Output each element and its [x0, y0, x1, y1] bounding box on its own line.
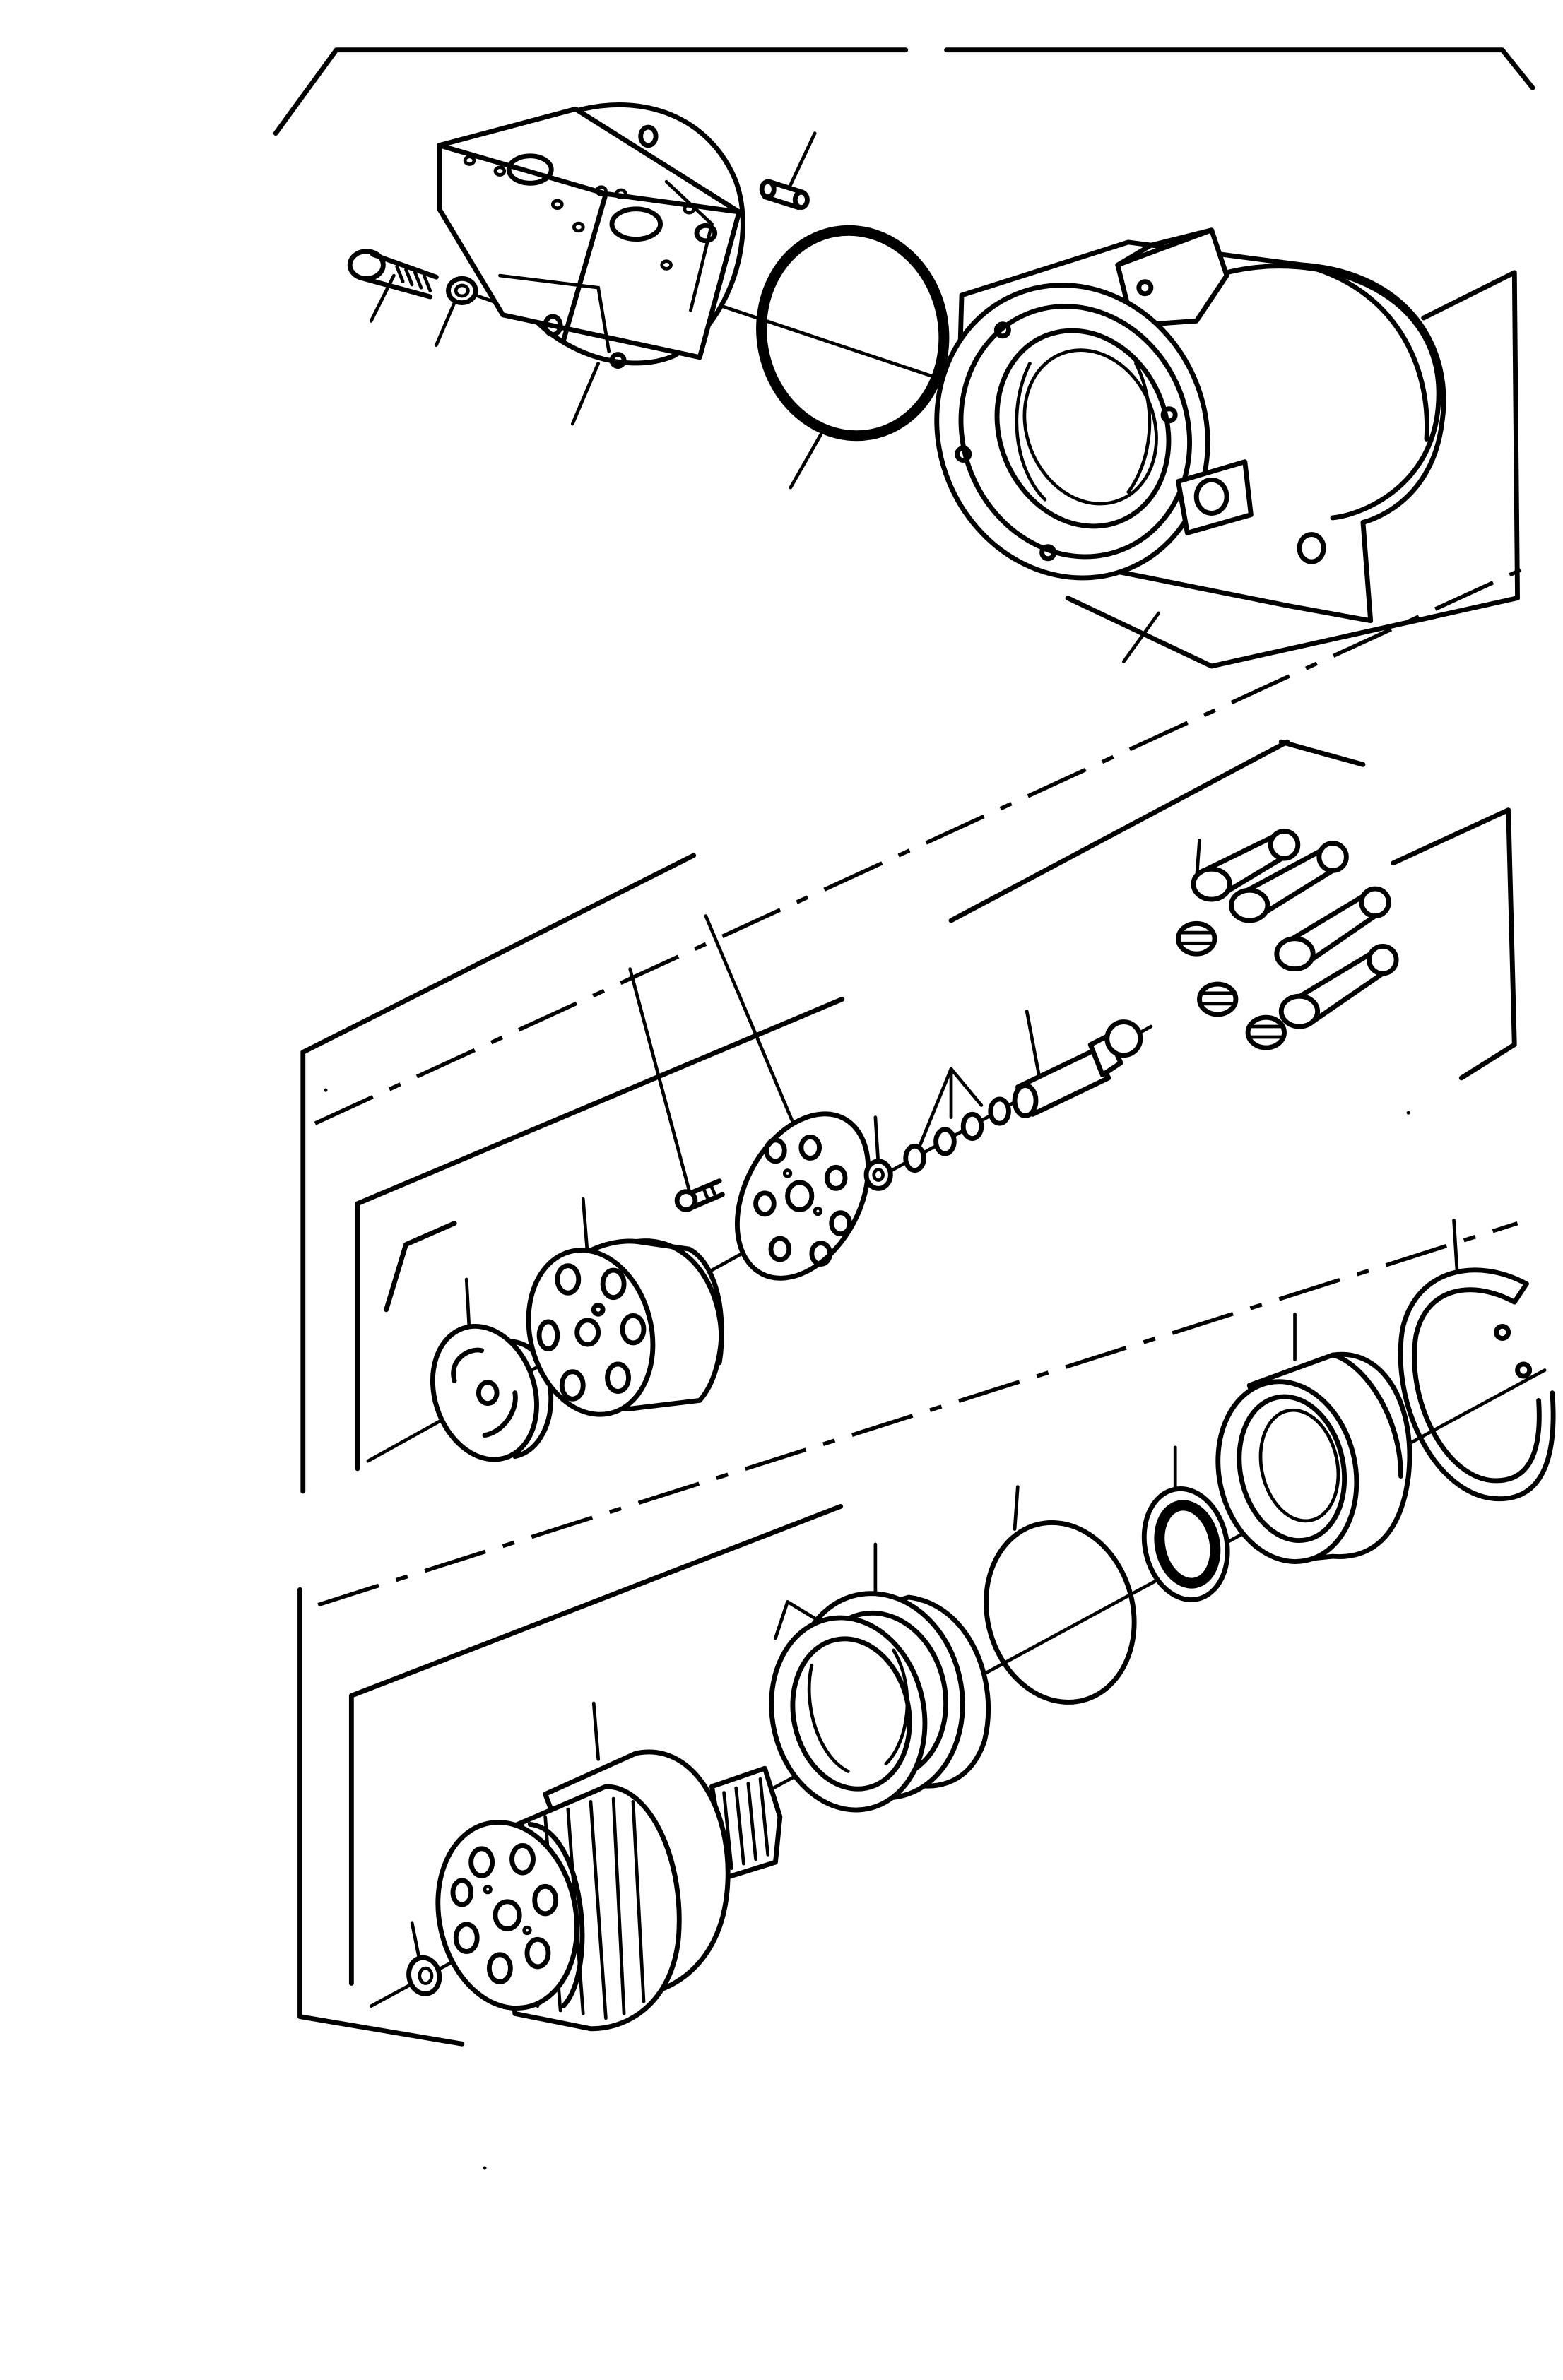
drive-shaft-icon [435, 1749, 783, 2032]
piston-3 [1176, 920, 1217, 957]
screw-icon [674, 1178, 725, 1212]
shaft-seal-icon [1141, 1486, 1230, 1602]
motor-housing-icon [934, 227, 1446, 624]
retaining-plate-icon [734, 1111, 871, 1281]
o-ring-2-icon [984, 1520, 1137, 1705]
piston-4 [1274, 886, 1391, 972]
nut-icon [406, 1955, 442, 1996]
bearing-cover-icon [1215, 1351, 1412, 1564]
valve-plate-icon [430, 1323, 554, 1462]
piston-5 [1197, 981, 1239, 1017]
middle-group-frame [300, 739, 1517, 1494]
o-ring-icon [756, 225, 950, 442]
scan-speck [1406, 1111, 1410, 1115]
circlip-icon [1398, 1267, 1556, 1502]
flange-cover-icon [437, 102, 745, 369]
piston-7 [1245, 1014, 1287, 1050]
cylinder-block-icon [526, 1238, 724, 1417]
washer-icon [446, 276, 478, 306]
spacer-rings-icon [769, 1591, 991, 1813]
dowel-pin-icon [759, 179, 810, 211]
bottom-group-frame [297, 1503, 844, 2047]
piston-6 [1278, 944, 1399, 1029]
cap-screw-icon [347, 249, 439, 300]
pistons-icon [1176, 829, 1399, 1050]
center-pin-icon [1012, 1019, 1143, 1118]
top-group-frame [273, 47, 1535, 669]
spring-washers-icon [863, 1096, 1011, 1191]
separator-line-2 [317, 1221, 1518, 1607]
scan-speck [324, 1088, 328, 1092]
piston-2 [1229, 841, 1349, 923]
scan-speck [483, 2166, 487, 2170]
piston-1 [1191, 829, 1301, 902]
